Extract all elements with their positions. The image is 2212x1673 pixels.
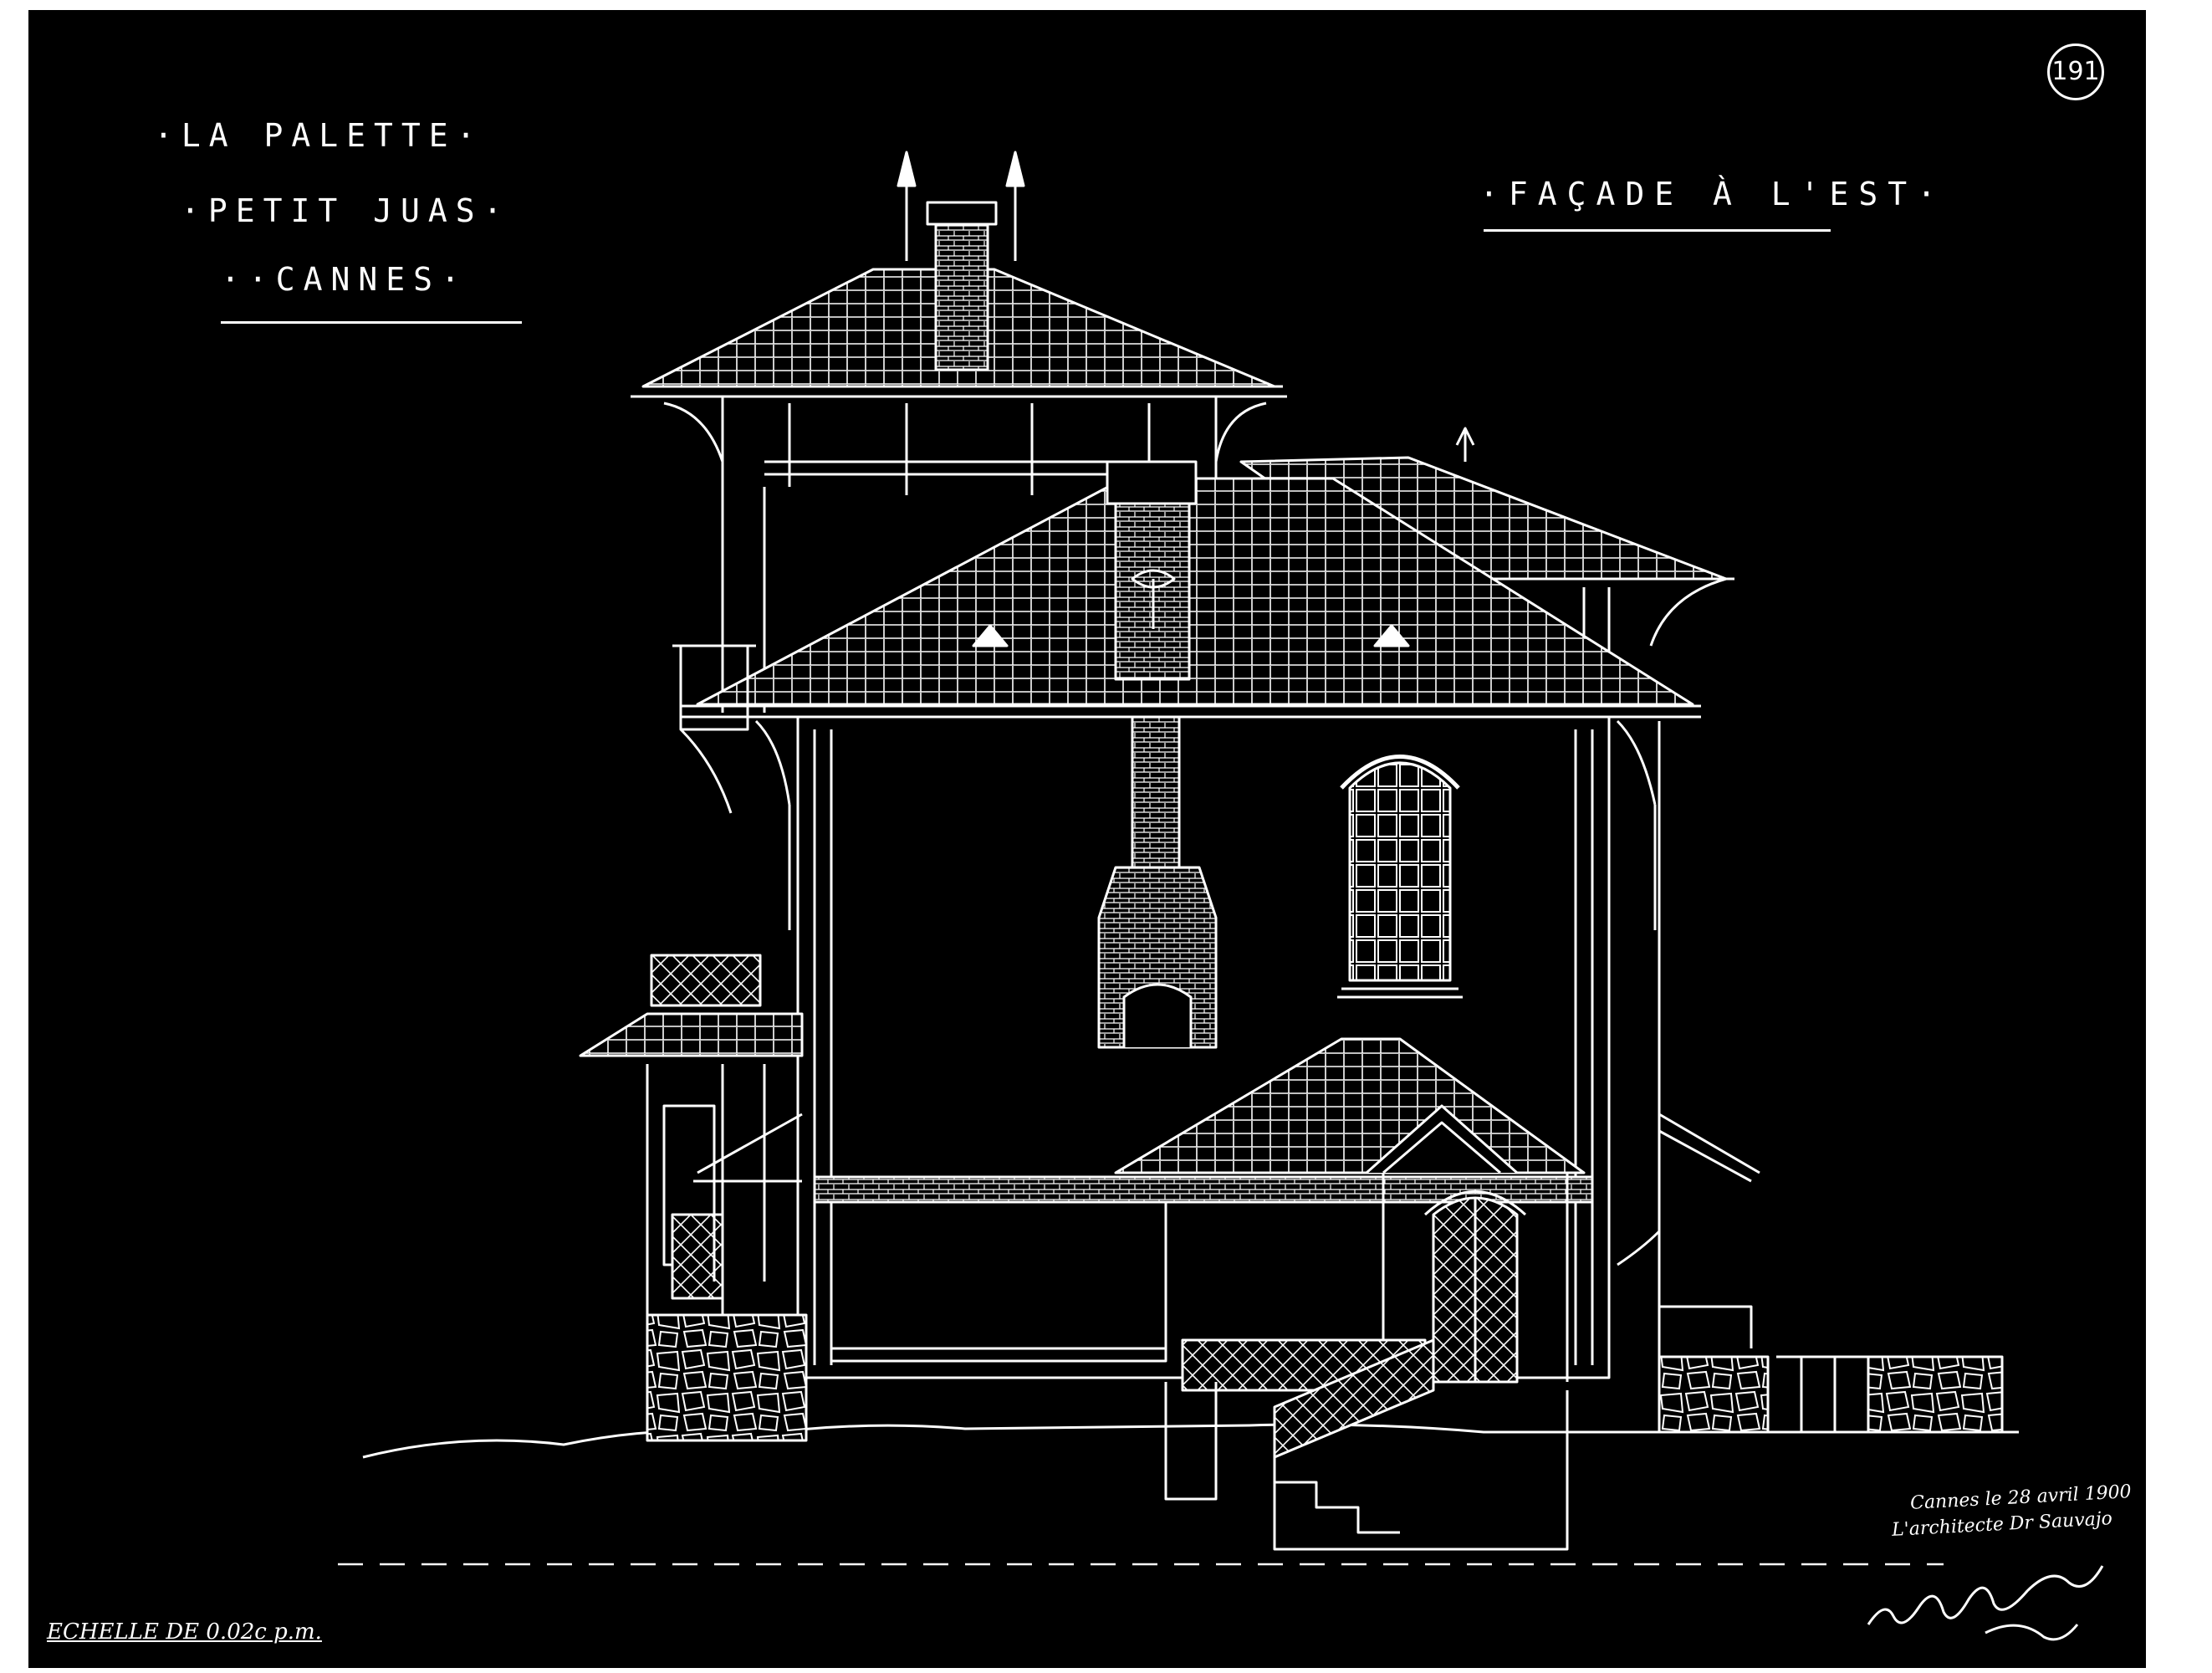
east-facade-elevation [338, 151, 2019, 1566]
veranda-roof [579, 1012, 804, 1057]
scale-note: ECHELLE DE 0.02c p.m. [47, 1619, 322, 1645]
stone-base-right [1658, 1355, 1770, 1434]
view-label-underline [1484, 229, 1831, 232]
title-underline [221, 321, 522, 324]
sheet-number: 191 [2047, 43, 2104, 100]
title-line-1: ·LA PALETTE· [154, 117, 484, 154]
main-roof [696, 477, 1694, 706]
view-label: ·FAÇADE À L'EST· [1479, 176, 1947, 212]
title-line-2: ·PETIT JUAS· [181, 192, 511, 229]
porch-roof [1114, 1037, 1586, 1174]
tower-chimney [934, 209, 989, 371]
stone-base-left [646, 1313, 808, 1442]
title-line-3: ··CANNES· [221, 261, 468, 298]
ground-line [362, 1423, 2019, 1459]
arched-window [1348, 761, 1452, 982]
blueprint-sheet: ·LA PALETTE· ·PETIT JUAS· ··CANNES· ·FAÇ… [28, 10, 2146, 1668]
architect-signature [1867, 1565, 2104, 1641]
